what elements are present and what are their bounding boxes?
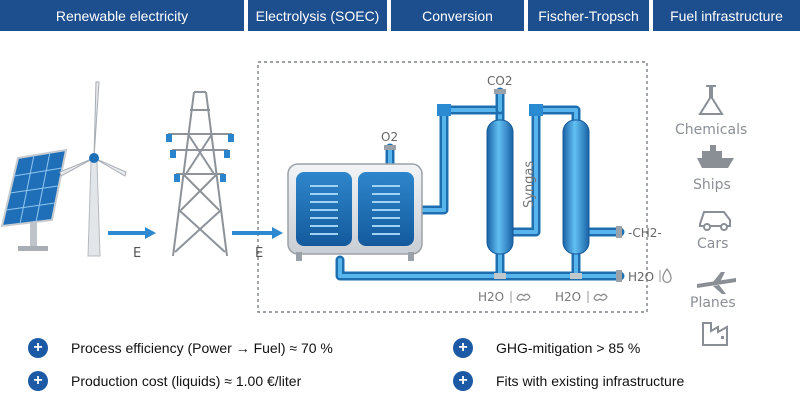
- bullet-text: Process efficiency (Power → Fuel) ≈ 70 %: [71, 340, 333, 356]
- tower-insulators: [166, 134, 234, 182]
- header-fuel-infrastructure: Fuel infrastructure: [653, 0, 800, 31]
- plus-icon: +: [28, 338, 48, 358]
- plus-icon: +: [28, 371, 48, 391]
- factory-icon: [702, 322, 728, 346]
- header-label: Fuel infrastructure: [670, 7, 783, 24]
- header-label: Renewable electricity: [55, 7, 189, 24]
- syngas-label: Syngas: [522, 161, 537, 208]
- bullet-ghg: + GHG-mitigation > 85 %: [453, 338, 640, 358]
- plus-icon: +: [453, 371, 473, 391]
- o2-label: O2: [381, 130, 398, 144]
- header-renewable-electricity: Renewable electricity: [0, 0, 244, 31]
- fischer-tropsch-column: [562, 119, 590, 255]
- h2o-label: H2O: [555, 290, 581, 304]
- energy-label: E: [133, 246, 141, 261]
- header-electrolysis: Electrolysis (SOEC): [248, 0, 387, 31]
- energy-label: E: [255, 246, 263, 261]
- steam-icon: [593, 293, 608, 301]
- ship-icon: [697, 145, 734, 168]
- plus-icon: +: [453, 338, 473, 358]
- syngas-reactor-column: [486, 119, 514, 255]
- water-drop-icon: [662, 267, 672, 284]
- header-conversion: Conversion: [391, 0, 524, 31]
- pipe-fittings: [384, 89, 622, 282]
- ch2-label: -CH2-: [628, 226, 662, 240]
- application-label: Chemicals: [675, 122, 747, 138]
- application-label: Planes: [690, 295, 736, 311]
- header-label: Fischer-Tropsch: [538, 7, 639, 24]
- co2-label: CO2: [487, 74, 512, 88]
- steam-icon: [516, 293, 531, 301]
- car-icon: [699, 211, 731, 231]
- wind-turbine-icon: [59, 81, 127, 257]
- header-label: Conversion: [422, 7, 493, 24]
- solar-panel-icon: [0, 148, 68, 251]
- bullet-efficiency: + Process efficiency (Power → Fuel) ≈ 70…: [28, 338, 333, 358]
- energy-arrow: [232, 227, 283, 239]
- bullet-cost: + Production cost (liquids) ≈ 1.00 €/lit…: [28, 371, 301, 391]
- process-diagram: E E: [0, 61, 747, 313]
- bullet-infrastructure: + Fits with existing infrastructure: [453, 371, 684, 391]
- plane-icon: [697, 272, 736, 294]
- bullet-text: Fits with existing infrastructure: [496, 373, 685, 389]
- application-label: Cars: [697, 236, 728, 252]
- flask-icon: [698, 85, 724, 115]
- power-tower-icon: [168, 91, 232, 257]
- h2o-label: H2O: [628, 270, 654, 284]
- bullet-text: GHG-mitigation > 85 %: [496, 340, 641, 356]
- header-fischer-tropsch: Fischer-Tropsch: [528, 0, 649, 31]
- application-label: Ships: [693, 177, 731, 193]
- header-label: Electrolysis (SOEC): [255, 7, 380, 24]
- soec-electrolyzer: [287, 163, 423, 261]
- energy-arrow: [108, 227, 156, 239]
- process-boundary: [257, 61, 648, 313]
- h2o-label: H2O: [478, 290, 504, 304]
- bullet-text: Production cost (liquids) ≈ 1.00 €/liter: [71, 373, 302, 389]
